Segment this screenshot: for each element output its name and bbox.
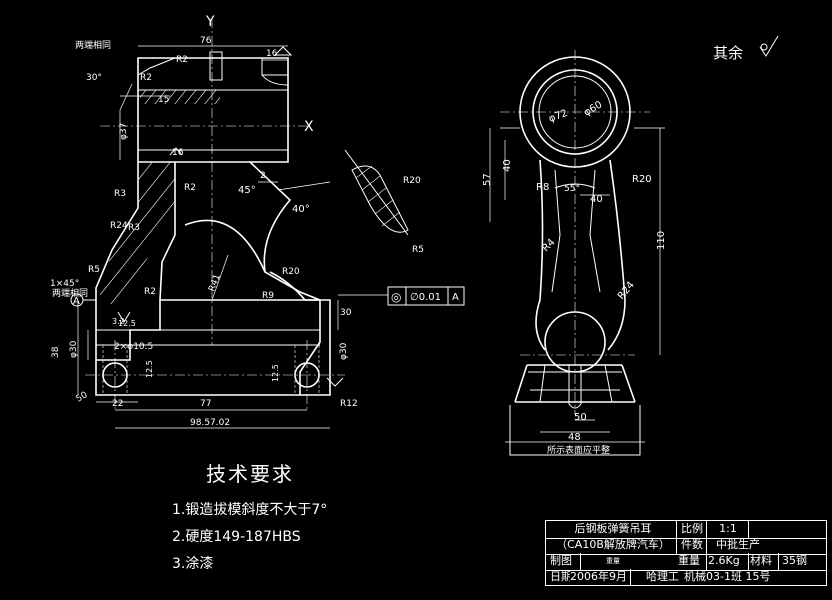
dim-r24: R24 xyxy=(110,221,128,231)
dim-98-57: 98.57.02 xyxy=(190,418,230,428)
hatch-section-c xyxy=(355,165,401,227)
technical-requirements: 技术要求 1.锻造拔模斜度不大于7° 2.硬度149-187HBS 3.涂漆 xyxy=(172,458,452,578)
dim-phi30-hole: φ30 xyxy=(69,340,79,358)
surface-finish-note: 其余 xyxy=(713,44,744,62)
weight-label: 重量 xyxy=(678,553,707,570)
right-view: φ72 φ60 40 57 R8 55° 40 R20 R4 110 R24 5… xyxy=(482,50,667,456)
dim-r3: R3 xyxy=(114,189,126,199)
dim-phi30-b: φ30 xyxy=(339,342,349,360)
dim-110: 110 xyxy=(656,231,667,250)
dim-12-5b: 12.5 xyxy=(271,364,280,382)
dim-phi60: φ60 xyxy=(582,99,604,118)
quantity-label: 件数 xyxy=(678,537,707,554)
part-name-line-2: （CA10B解放牌汽车） xyxy=(550,537,677,554)
dim-r20-right: R20 xyxy=(632,174,652,185)
dim-phi37: φ37 xyxy=(119,123,129,140)
tolerance-datum: A xyxy=(452,292,459,303)
dim-55: 55° xyxy=(564,184,580,194)
drawn-value: 重量 xyxy=(606,557,620,565)
dim-15: 15 xyxy=(158,95,169,105)
dim-2xphi10-5: 2×φ10.5 xyxy=(114,342,153,352)
dim-3-2: 3.2 xyxy=(112,317,125,326)
dim-16-top: 16 xyxy=(266,49,278,59)
hatch-section-b xyxy=(140,90,220,104)
part-name-line-1: 后钢板弹簧吊耳 xyxy=(550,521,677,538)
datum-a-label: A xyxy=(73,296,80,307)
dim-r8: R8 xyxy=(536,182,549,193)
axis-x-label: X xyxy=(304,119,314,135)
two-ends-same-top-label: 两端相同 xyxy=(75,39,111,51)
dim-50: 50 xyxy=(75,390,90,405)
dim-40: 40 xyxy=(502,159,513,172)
left-view: 两端相同 两端相同 1×45° 30° 45° 40° Y X 76 16 R2… xyxy=(50,14,465,429)
dim-12-5: 12.5 xyxy=(145,360,154,378)
dim-50-right: 50 xyxy=(574,412,587,423)
axis-y-label: Y xyxy=(205,14,215,30)
material-value: 35钢 xyxy=(782,554,807,567)
dim-r2-top: R2 xyxy=(176,55,188,65)
dim-r2-a: R2 xyxy=(140,73,152,83)
dim-r2-c: R2 xyxy=(144,287,156,297)
dim-12-5c: 12.5 xyxy=(118,319,136,328)
scale-label: 比例 xyxy=(678,521,707,538)
tolerance-symbol: ◎ xyxy=(391,290,401,304)
dim-r9: R9 xyxy=(262,291,274,301)
dim-30: 30 xyxy=(340,308,352,318)
dim-r3b: R3 xyxy=(128,223,140,233)
quantity-value: 中批生产 xyxy=(716,538,760,551)
weight-value: 2.6Kg xyxy=(708,553,749,570)
dim-2: 2 xyxy=(260,171,266,181)
dim-22: 22 xyxy=(112,399,123,409)
dim-r12: R12 xyxy=(340,399,358,409)
material-label: 材料 xyxy=(750,553,779,570)
angle-30-label: 30° xyxy=(86,73,102,83)
tolerance-value: ∅0.01 xyxy=(410,292,441,303)
dim-r20b: R20 xyxy=(282,267,300,277)
base-surface-label: 所示表面应平整 xyxy=(547,444,610,456)
roughness-symbol-icon xyxy=(759,35,779,57)
technical-note-2: 2.硬度149-187HBS xyxy=(172,529,301,545)
chamfer-label: 1×45° xyxy=(50,279,79,289)
dim-48: 48 xyxy=(568,432,581,443)
hatch-section-a xyxy=(100,162,175,305)
school-name: 哈理工 xyxy=(646,570,679,583)
dim-r5b: R5 xyxy=(412,245,424,255)
technical-note-3: 3.涂漆 xyxy=(172,556,214,572)
dim-r41: R41 xyxy=(207,273,222,293)
scale-value: 1:1 xyxy=(708,521,749,538)
dim-77: 77 xyxy=(200,399,211,409)
dim-r5: R5 xyxy=(88,265,100,275)
dim-57: 57 xyxy=(482,173,493,186)
dim-76: 76 xyxy=(200,36,212,46)
date-value: 2006年9月 xyxy=(570,569,631,586)
title-block: 后钢板弹簧吊耳 比例 1:1 （CA10B解放牌汽车） 件数 中批生产 制图 重… xyxy=(545,520,827,586)
technical-note-1: 1.锻造拔模斜度不大于7° xyxy=(172,502,328,518)
dim-phi72: φ72 xyxy=(547,108,569,125)
angle-45-label: 45° xyxy=(238,185,256,196)
dim-r2-b: R2 xyxy=(184,183,196,193)
date-label: 日期 xyxy=(550,570,570,583)
dim-38: 38 xyxy=(51,346,61,358)
technical-requirements-title: 技术要求 xyxy=(206,462,294,486)
angle-40-label: 40° xyxy=(292,204,310,215)
two-ends-same-side-label: 两端相同 xyxy=(52,287,88,299)
dim-16: 16 xyxy=(172,148,184,158)
drawn-label: 制图 xyxy=(550,553,581,570)
dim-r20: R20 xyxy=(403,176,421,186)
class-info: 机械03-1班 15号 xyxy=(684,570,771,583)
dim-r24-right: R24 xyxy=(616,280,637,302)
dim-40b: 40 xyxy=(590,194,603,205)
